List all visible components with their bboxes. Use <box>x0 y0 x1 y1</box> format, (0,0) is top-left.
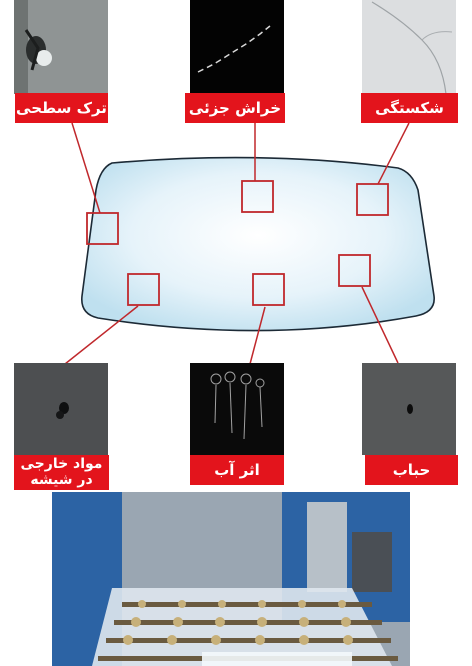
foreign-material-thumbnail <box>14 363 108 455</box>
marker-minor-scratch <box>241 180 274 213</box>
minor-scratch-thumbnail <box>190 0 284 94</box>
connector-surface-crack <box>71 122 101 214</box>
connector-foreign-material <box>64 305 139 365</box>
breakage-image <box>371 1 453 94</box>
water-mark-thumbnail <box>190 363 284 455</box>
marker-foreign-material <box>127 273 160 306</box>
foreign-material-label: مواد خارجی در شیشه <box>14 455 109 490</box>
connector-bubble <box>361 286 399 364</box>
connector-water-mark <box>249 306 266 365</box>
surface-crack-image <box>14 0 52 94</box>
marker-bubble <box>338 254 371 287</box>
foreign-material-image <box>56 402 69 419</box>
breakage-thumbnail <box>362 0 456 94</box>
connector-breakage <box>377 122 410 185</box>
machine-illustration <box>52 492 410 666</box>
bubble-label: حباب <box>365 455 458 485</box>
water-mark-image <box>210 371 265 440</box>
marker-breakage <box>356 183 389 216</box>
surface-crack-label: ترک سطحی <box>15 93 108 123</box>
minor-scratch-image <box>197 25 271 73</box>
breakage-label: شکستگی <box>361 93 458 123</box>
water-mark-label: اثر آب <box>190 455 284 485</box>
surface-crack-thumbnail <box>14 0 108 94</box>
windshield-outline <box>81 156 435 332</box>
minor-scratch-label: خراش جزئی <box>185 93 285 123</box>
inspection-machine-photo <box>52 492 410 666</box>
bubble-thumbnail <box>362 363 456 455</box>
bubble-image <box>407 404 413 414</box>
marker-surface-crack <box>86 212 119 245</box>
marker-water-mark <box>252 273 285 306</box>
